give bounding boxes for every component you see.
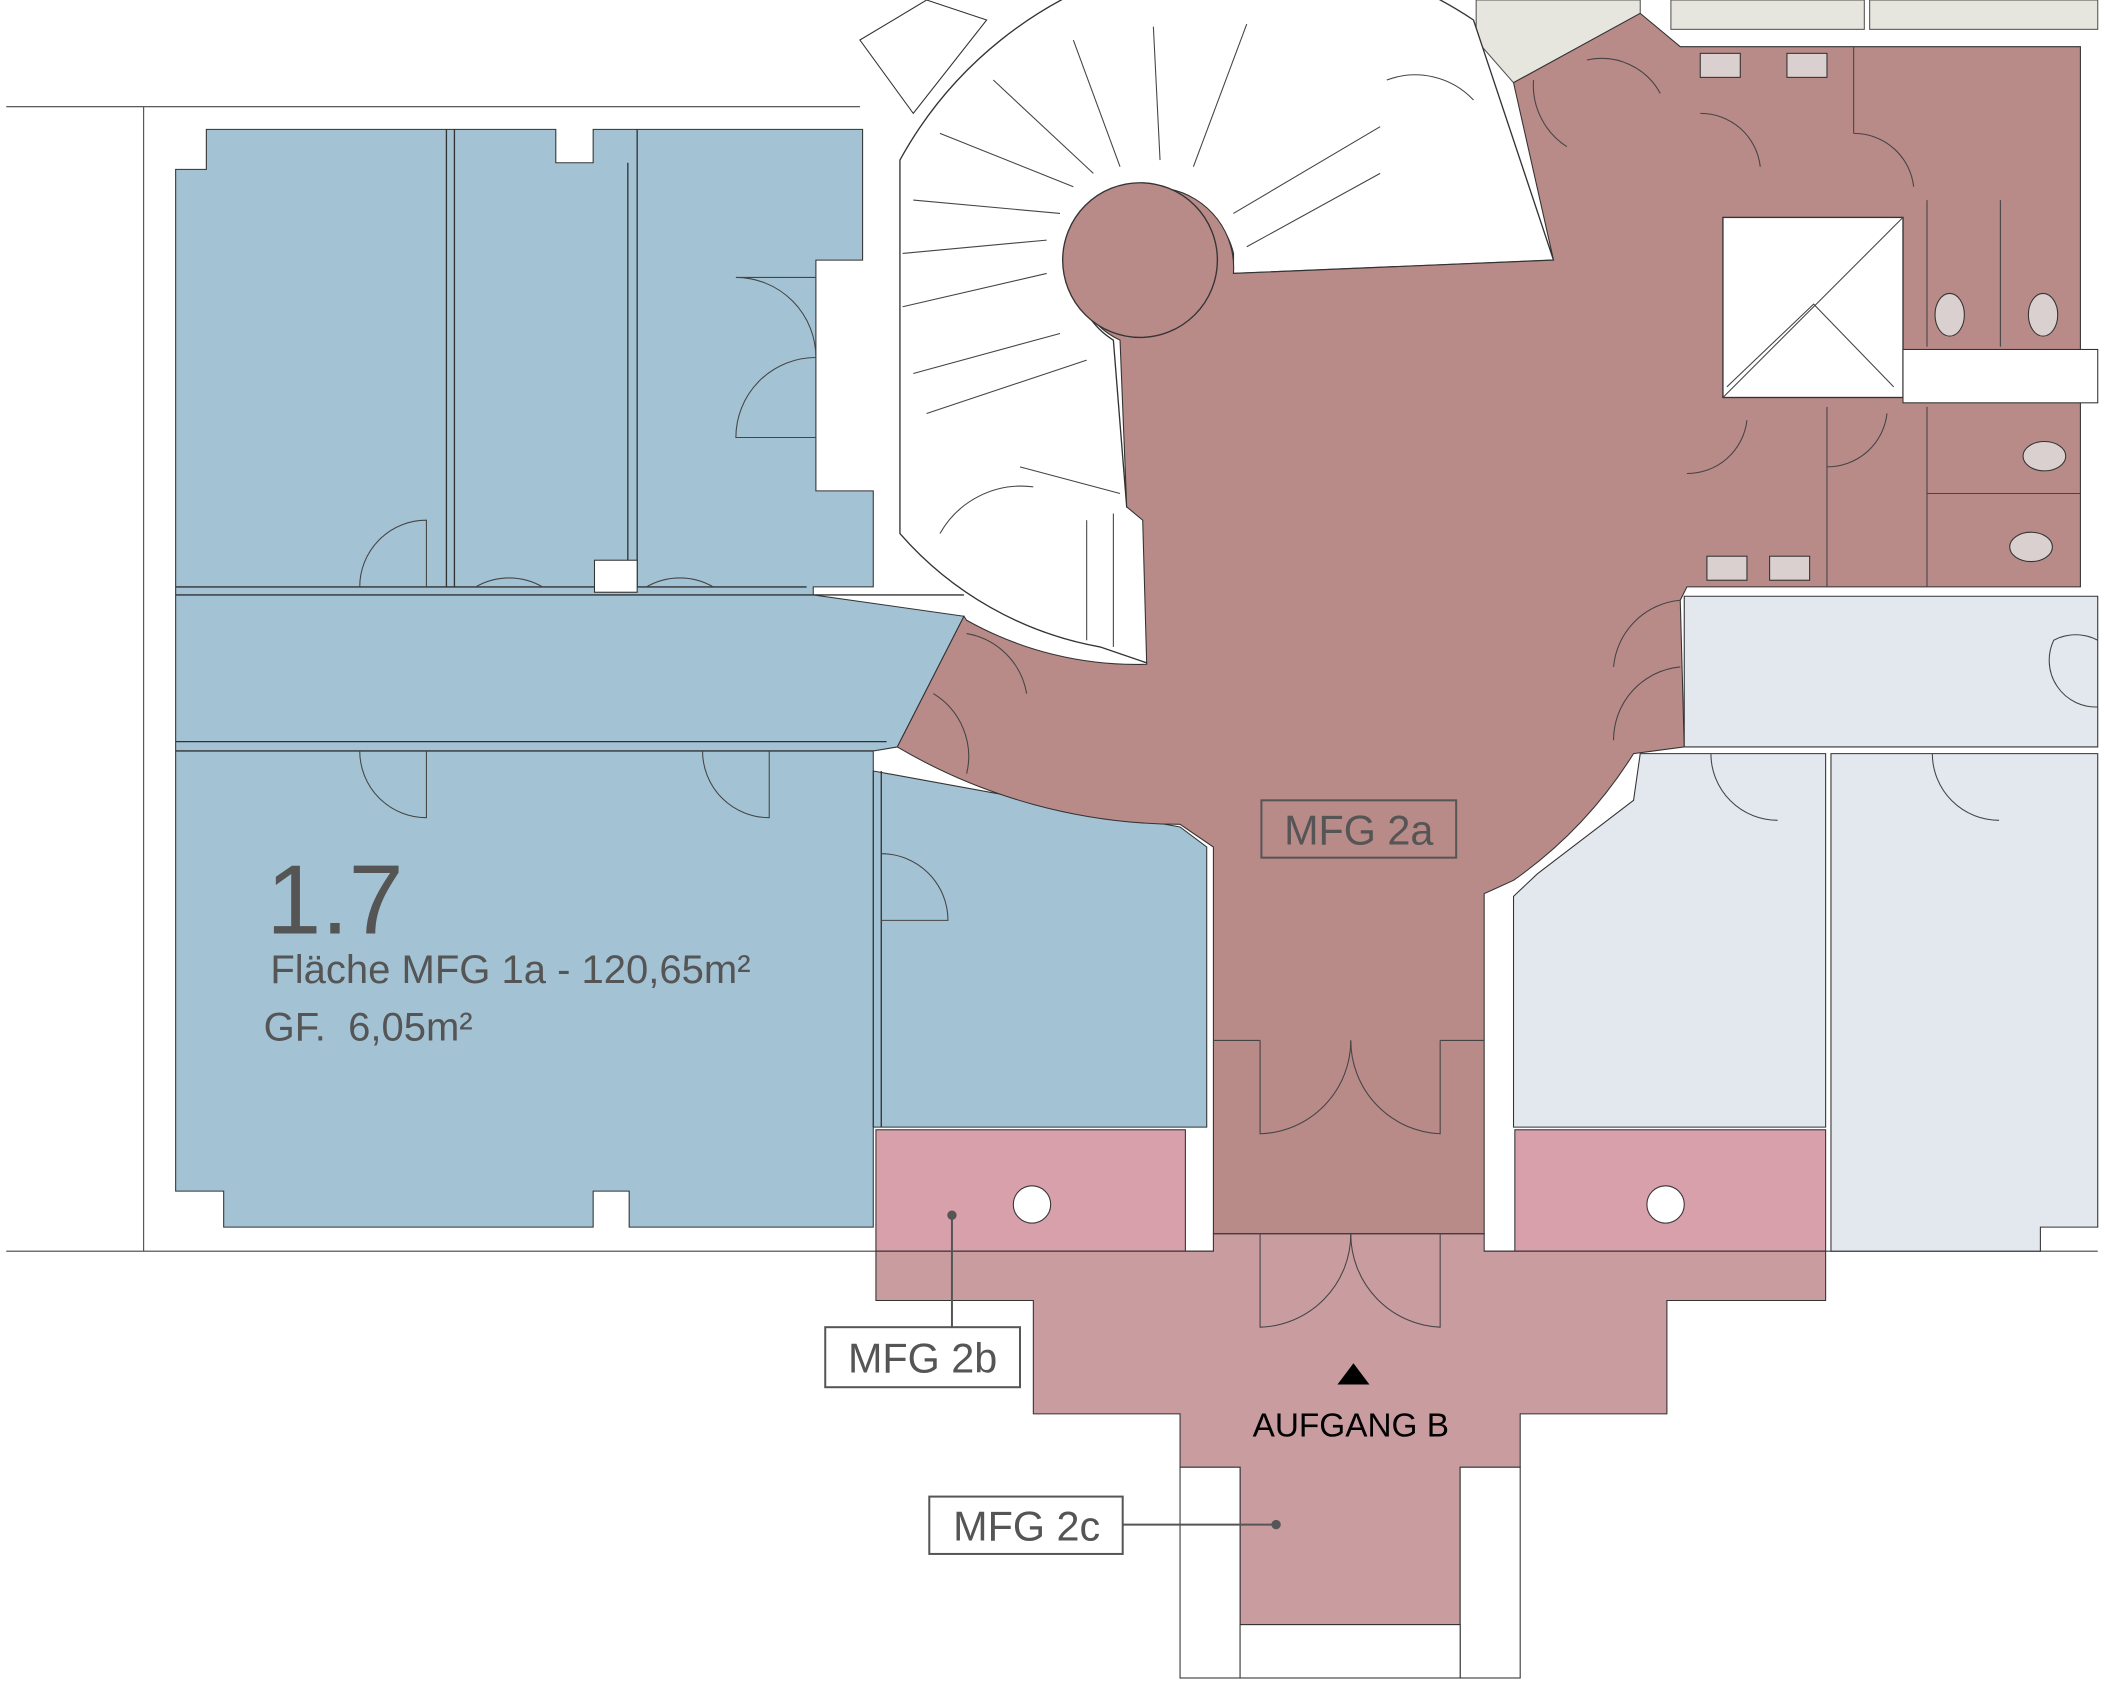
unit-area-label: Fläche MFG 1a - 120,65m² — [270, 948, 750, 992]
sanitary-fixtures — [1699, 52, 2067, 581]
label-mfg-2a: MFG 2a — [1284, 807, 1433, 853]
label-box-2a — [1260, 799, 1458, 859]
label-box-2b — [824, 1326, 1021, 1389]
unit-number: 1.7 — [266, 845, 403, 955]
label-mfg-2c: MFG 2c — [953, 1504, 1100, 1550]
entrance-label: AUFGANG B — [1253, 1408, 1449, 1445]
entrance-arrow-icon — [1337, 1363, 1370, 1385]
area-mfg-2c[interactable] — [875, 1233, 1827, 1679]
area-mfg-2a[interactable] — [896, 12, 2099, 1235]
column — [1012, 1185, 1052, 1224]
unit-gf-label: GF. 6,05m² — [264, 1005, 473, 1049]
door-swings — [359, 276, 949, 921]
column — [1646, 1185, 1685, 1224]
label-box-2c — [928, 1495, 1124, 1555]
label-mfg-2b: MFG 2b — [848, 1336, 997, 1382]
neighbor-units — [1512, 595, 2099, 1252]
area-mfg-2b[interactable] — [875, 1129, 1827, 1252]
